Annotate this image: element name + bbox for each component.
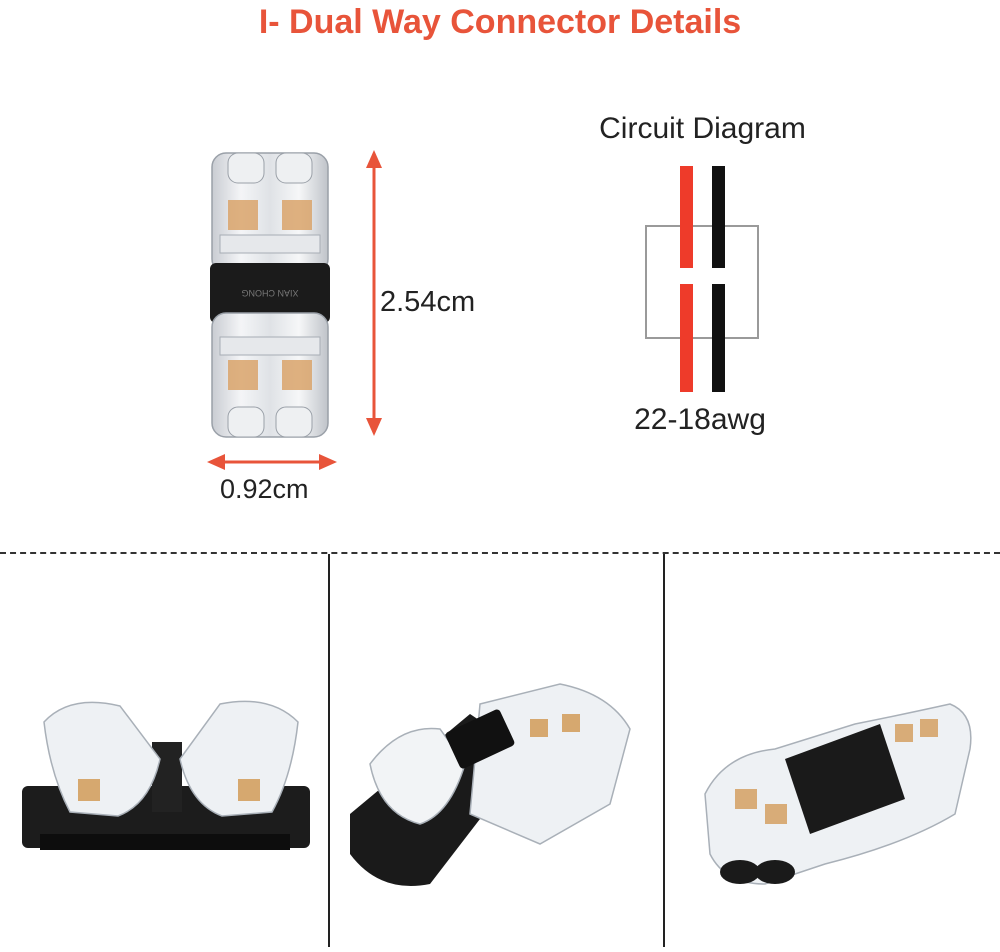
black-wire-top (712, 166, 725, 268)
half-open-connector-photo (350, 683, 631, 886)
connector-top-view-photo (210, 152, 330, 438)
circuit-diagram (645, 166, 759, 392)
open-connector-photo (22, 700, 310, 850)
photo-panel-open-connector (0, 554, 328, 947)
width-dimension-label: 0.92cm (220, 474, 309, 504)
red-wire-top (680, 166, 693, 268)
panel-divider-1 (328, 554, 330, 947)
height-dimension-label: 2.54cm (380, 286, 476, 318)
width-arrow (207, 454, 337, 470)
section-divider (0, 552, 1000, 554)
connector-marking: XIAN CHONG (241, 288, 299, 298)
page-title: I- Dual Way Connector Details (258, 3, 742, 41)
photo-panel-closed-connector (665, 554, 1000, 947)
circuit-diagram-title: Circuit Diagram (599, 112, 806, 145)
photo-panel-half-open-connector (330, 554, 663, 947)
black-wire-bottom (712, 284, 725, 392)
height-arrow (366, 150, 382, 436)
red-wire-bottom (680, 284, 693, 392)
closed-connector-photo (704, 703, 972, 885)
wire-gauge-label: 22-18awg (634, 403, 766, 436)
panel-divider-2 (663, 554, 665, 947)
